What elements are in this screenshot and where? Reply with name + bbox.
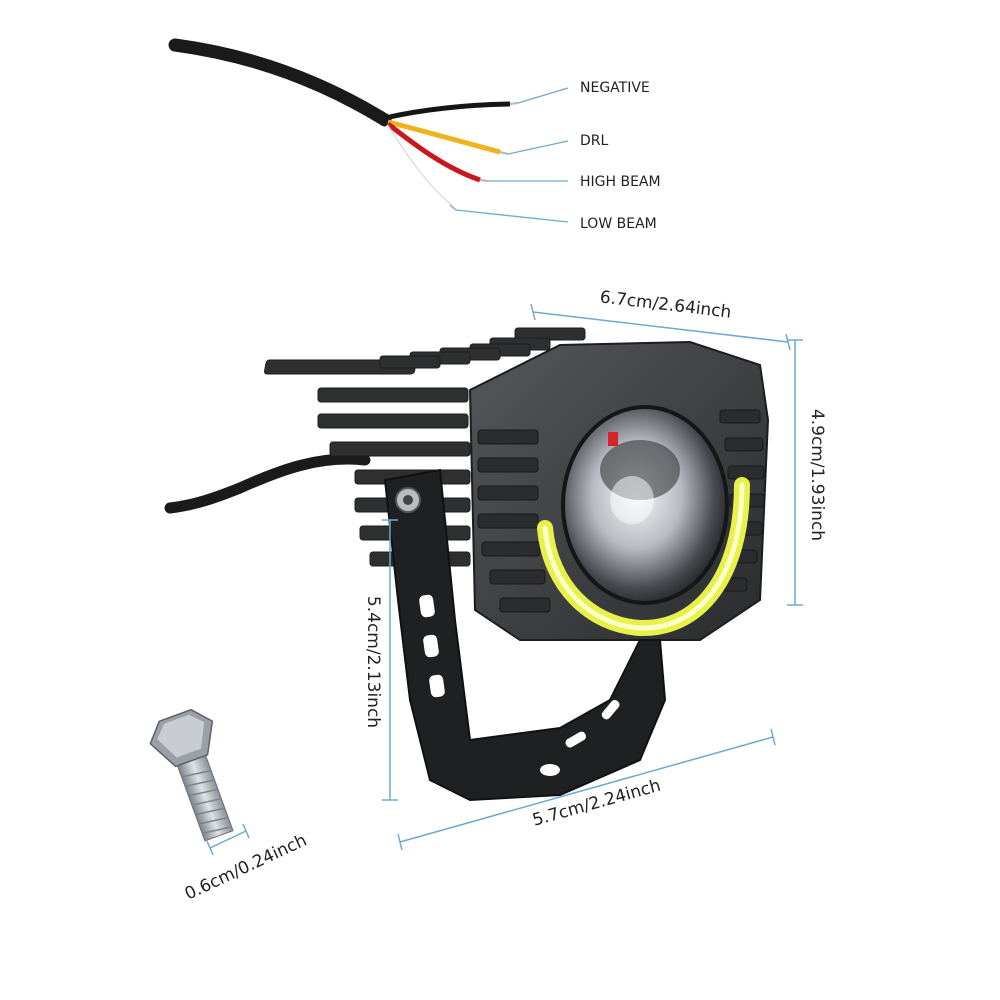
main-cable (168, 38, 392, 127)
lamp-body (264, 327, 770, 641)
label-negative: NEGATIVE (580, 80, 650, 96)
label-drl: DRL (580, 133, 609, 149)
wire-drl (387, 119, 501, 155)
hex-bolt (149, 708, 234, 842)
mounting-bracket (383, 468, 667, 802)
dim-bracket-height: 5.4cm/2.13inch (363, 596, 383, 728)
label-high-beam: HIGH BEAM (580, 174, 661, 190)
dimension-lines (206, 303, 803, 856)
wire-low-beam (383, 124, 452, 207)
dim-height: 4.9cm/1.93inch (807, 409, 827, 541)
lamp-cable (164, 453, 371, 514)
red-led-icon (608, 432, 618, 446)
wire-callouts (455, 87, 569, 223)
label-low-beam: LOW BEAM (580, 216, 657, 232)
wire-harness (168, 38, 519, 211)
dim-width: 6.7cm/2.64inch (599, 287, 733, 322)
wire-negative (384, 101, 511, 121)
wire-high-beam (386, 122, 481, 183)
dim-bolt: 0.6cm/0.24inch (182, 830, 310, 904)
